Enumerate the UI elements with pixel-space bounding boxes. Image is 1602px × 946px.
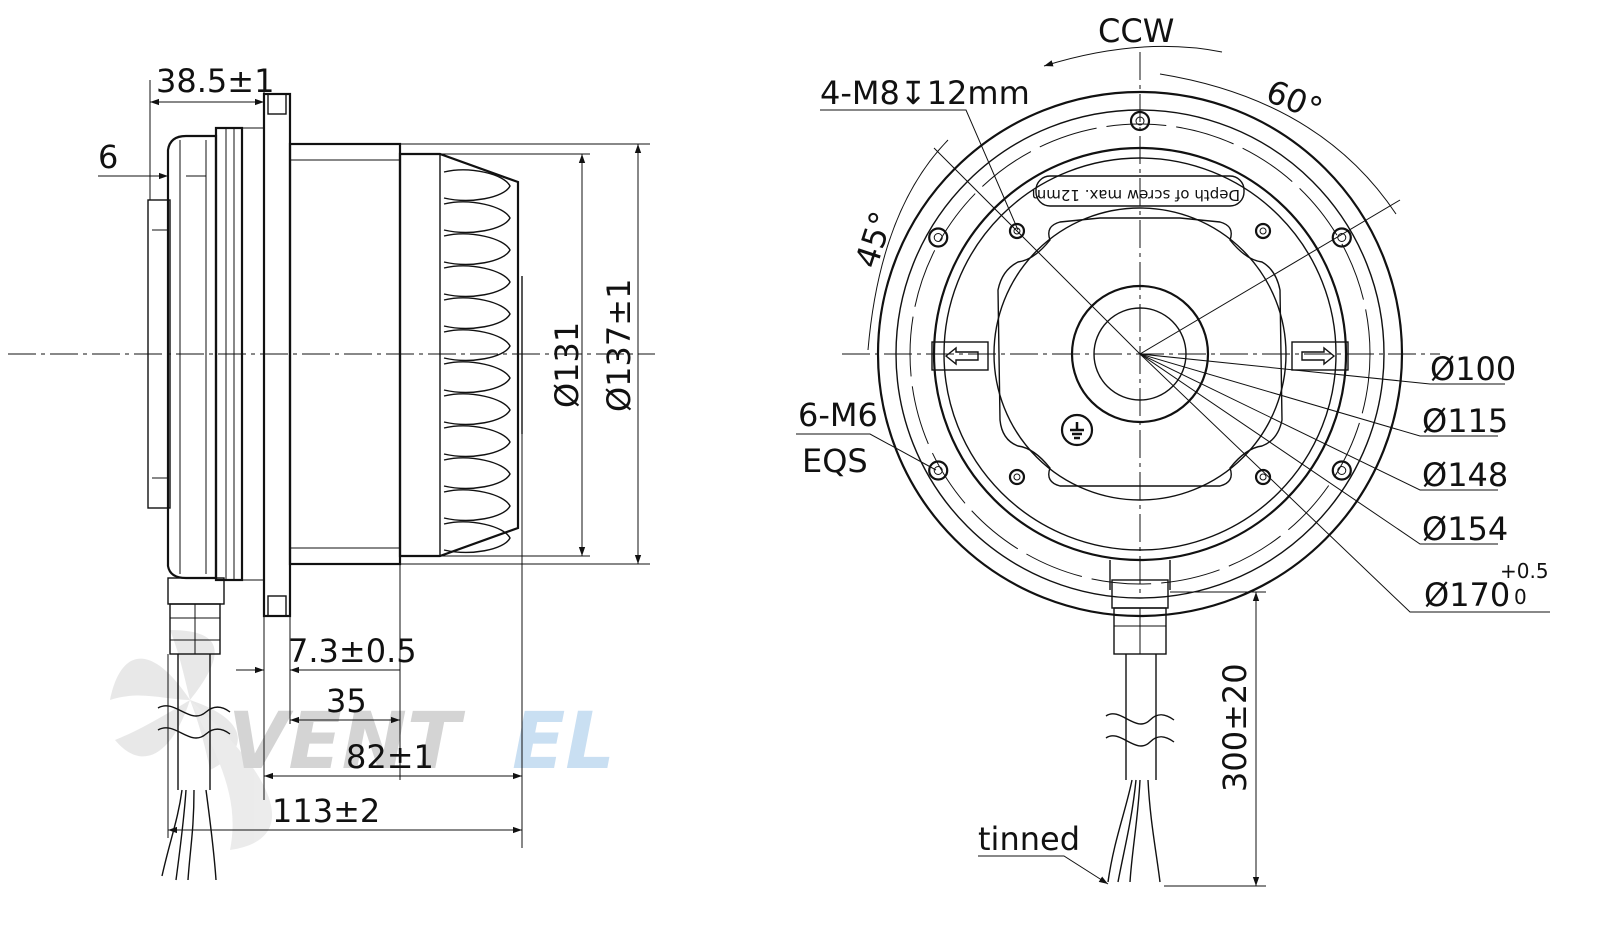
dim-dia-131: Ø131 <box>548 322 586 408</box>
m6-hole <box>1129 110 1151 132</box>
dim-82: 82±1 <box>346 738 434 776</box>
thread-holes-6-sublabel: EQS <box>802 442 868 480</box>
hole-center <box>933 466 943 475</box>
side-view: 38.5±1 6 Ø131 Ø137±1 7.3±0.5 35 82±1 113… <box>8 62 655 881</box>
rotor-fin <box>443 361 511 393</box>
dim-35: 35 <box>326 682 367 720</box>
rotor-fin <box>443 297 511 329</box>
front-view: Depth of screw max. 12mm <box>796 12 1550 887</box>
rear-housing <box>166 134 218 580</box>
rotor-fin <box>443 521 511 553</box>
rotation-label: CCW <box>1098 12 1174 50</box>
left-arrow-plate <box>931 341 989 371</box>
hole-center <box>1259 227 1267 235</box>
rotor-fin <box>443 233 511 265</box>
rotor-fin <box>443 457 511 489</box>
depth-icon: ↧ <box>900 74 927 112</box>
dim-offset-6: 6 <box>98 138 118 176</box>
thread-spec: 4-M8 <box>820 74 900 112</box>
rotor-fin <box>443 393 511 425</box>
thread-holes-4-label: 4-M8↧12mm <box>820 74 1030 112</box>
m6-hole <box>1331 227 1352 248</box>
angle-45-label: 45° <box>847 207 901 273</box>
cable-gland-front <box>1105 579 1175 883</box>
dia-148-label: Ø148 <box>1422 456 1508 494</box>
ground-icon <box>1060 413 1094 447</box>
dia-154-label: Ø154 <box>1422 510 1508 548</box>
dim-113: 113±2 <box>272 792 380 830</box>
hole-center <box>1337 466 1347 475</box>
mounting-flange <box>262 92 292 618</box>
hole-center <box>933 233 943 242</box>
right-arrow-plate <box>1291 341 1349 371</box>
m6-hole <box>928 460 949 481</box>
watermark-brand-light: EL <box>512 697 615 787</box>
m6-hole <box>928 227 949 248</box>
rear-boss <box>147 199 171 509</box>
hub-inner <box>1093 307 1187 401</box>
dim-flange-7-3: 7.3±0.5 <box>288 632 417 670</box>
rotor-fin <box>443 425 511 457</box>
flange-ring <box>932 146 1348 562</box>
m6-hole <box>1331 460 1352 481</box>
dim-depth-38: 38.5±1 <box>156 62 274 100</box>
dim-dia-137: Ø137±1 <box>600 279 638 412</box>
hole-center <box>1259 473 1267 481</box>
intermediate-ring <box>214 126 244 582</box>
leader-lines <box>796 45 1550 887</box>
hole-center <box>1135 116 1145 126</box>
m8-hole <box>1008 468 1026 486</box>
screw-depth-label: Depth of screw max. 12mm <box>1032 186 1240 204</box>
rotor-fins <box>398 152 520 558</box>
rotor-fin <box>443 201 511 233</box>
dia-170-tol-lower: 0 <box>1514 585 1527 609</box>
watermark: VENT EL <box>110 630 615 850</box>
cable-end-label: tinned <box>978 820 1080 858</box>
mounting-holes <box>928 110 1352 486</box>
dia-100-label: Ø100 <box>1430 350 1516 388</box>
side-dimensions <box>98 80 650 848</box>
thread-depth: 12mm <box>927 74 1030 112</box>
hub-outer <box>1070 284 1210 424</box>
rotor-fin <box>443 329 511 361</box>
dia-115-label: Ø115 <box>1422 402 1508 440</box>
rotor-fin <box>443 265 511 297</box>
thread-holes-6-label: 6-M6 <box>798 396 878 434</box>
cable-length-label: 300±20 <box>1216 663 1254 792</box>
hole-center <box>1013 473 1021 481</box>
dia-170-label: Ø170 <box>1424 576 1510 614</box>
m8-hole <box>1254 468 1272 486</box>
m8-hole <box>1008 222 1026 240</box>
rotor-fin <box>443 489 511 521</box>
inner-plate <box>997 217 1283 487</box>
rotor-fin <box>443 169 511 201</box>
hole-center <box>1337 233 1347 242</box>
watermark-brand-dark: VENT <box>228 697 466 787</box>
angle-60-label: 60° <box>1261 72 1328 128</box>
m8-hole <box>1254 222 1272 240</box>
dia-170-tol-upper: +0.5 <box>1500 559 1549 583</box>
